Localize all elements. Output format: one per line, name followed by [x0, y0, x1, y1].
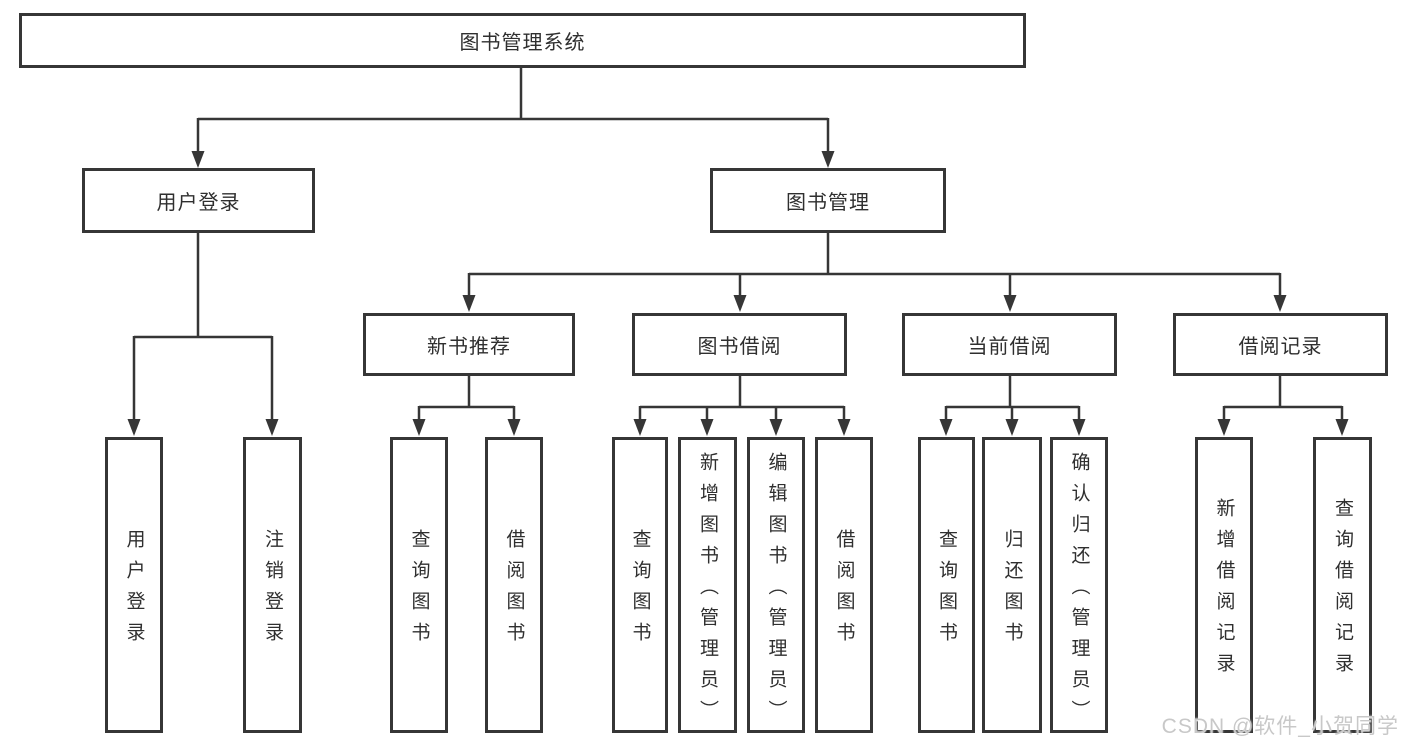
leaf-borrow-books-borrowing: 借阅图书 — [815, 437, 873, 733]
leaf-logout-login: 注销登录 — [243, 437, 302, 733]
node-book-borrowing: 图书借阅 — [632, 313, 847, 376]
leaf-confirm-return-admin: 确认归还（管理员） — [1050, 437, 1108, 733]
leaf-query-books-recommend: 查询图书 — [390, 437, 448, 733]
node-user-login: 用户登录 — [82, 168, 315, 233]
leaf-query-borrow-record: 查询借阅记录 — [1313, 437, 1372, 733]
leaf-query-books-current: 查询图书 — [918, 437, 975, 733]
csdn-watermark: CSDN @软件_小贺同学 — [1161, 715, 1399, 738]
leaf-edit-book-admin-label: 编辑图书（管理员） — [765, 452, 787, 731]
leaf-query-borrow-record-label: 查询借阅记录 — [1332, 498, 1353, 684]
node-book-management-label: 图书管理 — [786, 192, 870, 214]
leaf-edit-book-admin: 编辑图书（管理员） — [747, 437, 805, 733]
arrowheads — [127, 151, 1349, 436]
leaf-logout-login-label: 注销登录 — [262, 529, 283, 653]
leaf-borrow-books-borrowing-label: 借阅图书 — [833, 529, 855, 653]
node-library-system: 图书管理系统 — [19, 13, 1026, 68]
leaf-borrow-books-recommend: 借阅图书 — [485, 437, 543, 733]
leaf-add-borrow-record: 新增借阅记录 — [1195, 437, 1253, 733]
node-book-borrowing-label: 图书借阅 — [697, 336, 782, 358]
leaf-user-login-label: 用户登录 — [123, 529, 145, 653]
node-borrowing-records: 借阅记录 — [1173, 313, 1388, 376]
leaf-return-books-label: 归还图书 — [1001, 529, 1023, 653]
leaf-query-books-current-label: 查询图书 — [936, 529, 957, 653]
node-new-book-recommend: 新书推荐 — [363, 313, 575, 376]
leaf-return-books: 归还图书 — [982, 437, 1042, 733]
leaf-add-book-admin-label: 新增图书（管理员） — [697, 452, 718, 731]
leaf-confirm-return-admin-label: 确认归还（管理员） — [1068, 452, 1090, 731]
leaf-query-books-borrowing-label: 查询图书 — [629, 529, 651, 653]
leaf-query-books-recommend-label: 查询图书 — [408, 529, 430, 653]
leaf-add-borrow-record-label: 新增借阅记录 — [1213, 498, 1235, 684]
leaf-query-books-borrowing: 查询图书 — [612, 437, 668, 733]
node-borrowing-records-label: 借阅记录 — [1238, 336, 1323, 358]
connector-paths — [132, 67, 1344, 421]
node-current-borrowing-label: 当前借阅 — [967, 336, 1052, 358]
leaf-user-login: 用户登录 — [105, 437, 163, 733]
node-new-book-recommend-label: 新书推荐 — [427, 336, 511, 358]
leaf-borrow-books-recommend-label: 借阅图书 — [503, 529, 525, 653]
node-user-login-label: 用户登录 — [156, 192, 241, 214]
node-current-borrowing: 当前借阅 — [902, 313, 1117, 376]
node-library-system-label: 图书管理系统 — [459, 32, 586, 54]
leaf-add-book-admin: 新增图书（管理员） — [678, 437, 737, 733]
node-book-management: 图书管理 — [710, 168, 946, 233]
